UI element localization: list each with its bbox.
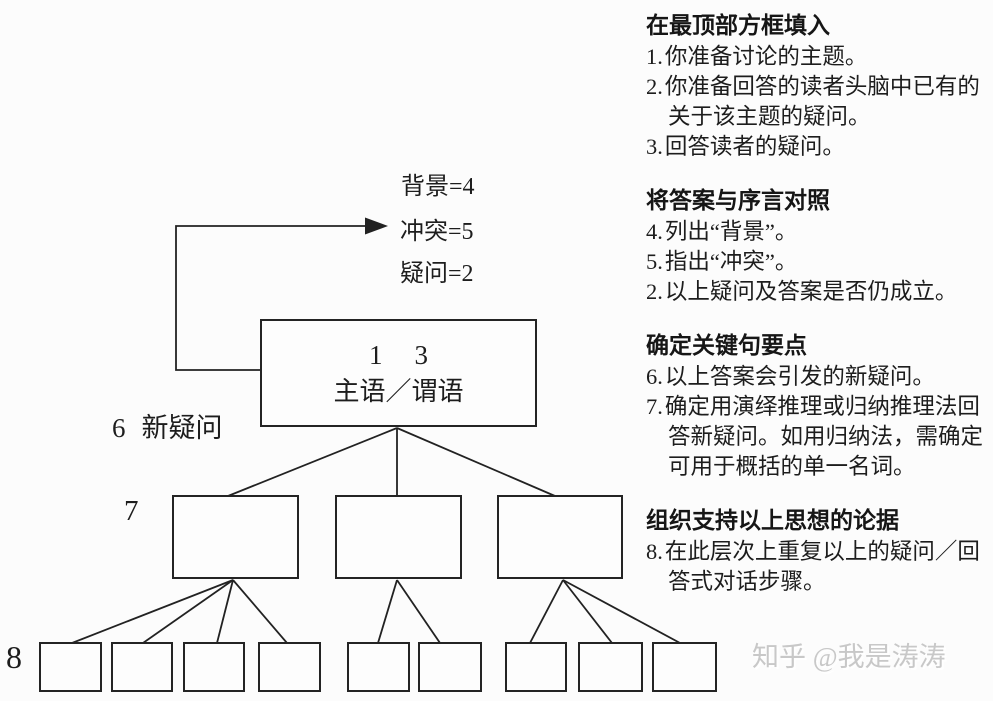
- instruction-item: 6.以上答案会引发的新疑问。: [646, 362, 990, 392]
- level2b-to-level3-connectors: [377, 579, 441, 644]
- level3-box: [578, 642, 643, 692]
- zhihu-watermark: 知乎 @我是涛涛: [752, 642, 946, 672]
- instruction-item: 2.你准备回答的读者头脑中已有的关于该主题的疑问。: [646, 72, 990, 132]
- item-text: 以上疑问及答案是否仍成立。: [664, 279, 958, 304]
- instruction-item: 2.以上疑问及答案是否仍成立。: [646, 277, 990, 307]
- conflict-label: 冲突=5: [400, 219, 474, 245]
- section-title: 将答案与序言对照: [646, 187, 830, 213]
- arrowhead-icon: [365, 217, 388, 235]
- level3-box: [111, 642, 173, 692]
- level2-box: [172, 495, 299, 579]
- item-number: 6.: [646, 364, 663, 389]
- level3-box: [183, 642, 245, 692]
- section-title: 确定关键句要点: [646, 332, 807, 358]
- item-number: 5.: [646, 249, 663, 274]
- level1-box-numbers: 1 3: [369, 339, 429, 370]
- item-number: 4.: [646, 219, 663, 244]
- instruction-item: 7.确定用演绎推理或归纳推理法回答新疑问。如用归纳法，需确定可用于概括的单一名词…: [646, 392, 990, 482]
- level1-box: 1 3 主语／谓语: [260, 319, 537, 427]
- level3-box: [652, 642, 717, 692]
- level1-num-left: 1: [369, 339, 383, 370]
- instruction-section-top-box: 在最顶部方框填入 1.你准备讨论的主题。 2.你准备回答的读者头脑中已有的关于该…: [646, 10, 990, 162]
- item-number: 2.: [646, 74, 663, 99]
- level2c-to-level3-connectors: [529, 579, 681, 644]
- item-text: 回答读者的疑问。: [664, 134, 845, 159]
- item-number: 3.: [646, 134, 663, 159]
- item-text: 你准备讨论的主题。: [664, 44, 868, 69]
- level3-box: [418, 642, 482, 692]
- level3-box: [39, 642, 102, 692]
- item-text: 确定用演绎推理或归纳推理法回答新疑问。如用归纳法，需确定可用于概括的单一名词。: [664, 394, 984, 479]
- instruction-item: 1.你准备讨论的主题。: [646, 42, 990, 72]
- step-8-number: 8: [6, 639, 22, 675]
- instruction-section-support: 组织支持以上思想的论据 8.在此层次上重复以上的疑问／回答式对话步骤。: [646, 505, 990, 597]
- subject-predicate-label: 主语／谓语: [333, 376, 464, 406]
- item-text: 你准备回答的读者头脑中已有的关于该主题的疑问。: [664, 74, 980, 129]
- instruction-section-keyline: 确定关键句要点 6.以上答案会引发的新疑问。 7.确定用演绎推理或归纳推理法回答…: [646, 330, 990, 482]
- item-text: 列出“背景”。: [664, 219, 798, 244]
- level2-box: [497, 495, 623, 579]
- instruction-section-preface-check: 将答案与序言对照 4.列出“背景”。 5.指出“冲突”。 2.以上疑问及答案是否…: [646, 185, 990, 307]
- step-7-number: 7: [124, 495, 139, 527]
- item-number: 2.: [646, 279, 663, 304]
- level2a-to-level3-connectors: [71, 579, 288, 644]
- level2-box: [335, 495, 462, 579]
- level3-box: [505, 642, 567, 692]
- new-question-label: 6 新疑问: [112, 413, 223, 444]
- item-number: 7.: [646, 394, 663, 419]
- new-question-text: 新疑问: [141, 413, 223, 443]
- level3-box: [258, 642, 321, 692]
- section-title: 在最顶部方框填入: [646, 12, 830, 38]
- question-label: 疑问=2: [400, 261, 474, 287]
- level1-num-right: 3: [414, 339, 429, 370]
- feedback-arrow-line: [175, 217, 388, 371]
- background-label: 背景=4: [401, 174, 475, 200]
- instruction-item: 4.列出“背景”。: [646, 217, 990, 247]
- section-title: 组织支持以上思想的论据: [646, 507, 899, 533]
- item-text: 在此层次上重复以上的疑问／回答式对话步骤。: [664, 539, 980, 594]
- item-number: 8.: [646, 539, 663, 564]
- item-text: 以上答案会引发的新疑问。: [664, 364, 935, 389]
- instruction-column: 在最顶部方框填入 1.你准备讨论的主题。 2.你准备回答的读者头脑中已有的关于该…: [646, 10, 990, 597]
- item-number: 1.: [646, 44, 663, 69]
- instruction-item: 3.回答读者的疑问。: [646, 132, 990, 162]
- instruction-item: 5.指出“冲突”。: [646, 247, 990, 277]
- item-text: 指出“冲突”。: [664, 249, 798, 274]
- step-6-number: 6: [112, 413, 126, 443]
- level3-box: [347, 642, 410, 692]
- instruction-item: 8.在此层次上重复以上的疑问／回答式对话步骤。: [646, 537, 990, 597]
- level1-to-level2-connectors: [227, 427, 556, 497]
